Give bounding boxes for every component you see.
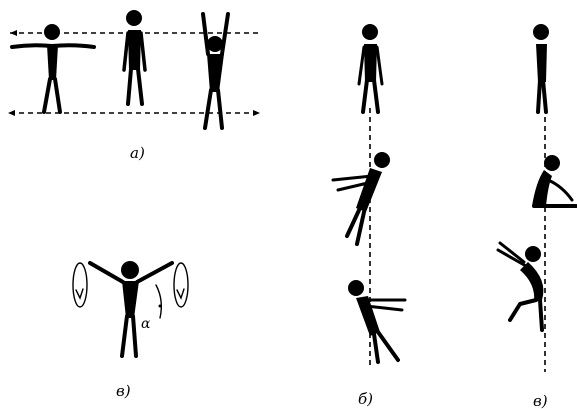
panel-v-small: α в) [72, 261, 189, 400]
arrow-right-bottom-icon [253, 110, 260, 116]
arrow-left-bottom-icon [8, 110, 15, 116]
rotation-loop-right-icon [173, 262, 189, 308]
panel-v-right: в) [496, 24, 577, 409]
figure-standing [122, 10, 147, 106]
figure-arms-sideways [10, 24, 96, 114]
figure-v-pike [532, 155, 577, 208]
arrow-down-right-icon [176, 288, 185, 300]
label-v-right: в) [533, 392, 548, 409]
panel-a: а) [8, 10, 260, 162]
figure-b-standing [357, 24, 384, 114]
figure-v-arch [496, 241, 544, 332]
rotation-loop-left-icon [72, 262, 88, 308]
figure-b-lean-forward [348, 280, 407, 364]
angle-dot [158, 304, 162, 308]
label-a: а) [130, 144, 145, 162]
figure-b-lean-back [331, 152, 390, 246]
arrow-left-top-icon [10, 30, 17, 36]
figure-arms-raised [201, 12, 230, 130]
figure-arm-circles [88, 261, 174, 358]
figure-v-standing-side [533, 24, 549, 114]
label-v-small: в) [116, 382, 131, 400]
label-b: б) [358, 390, 373, 408]
angle-label: α [141, 316, 151, 332]
panel-b: б) [331, 24, 407, 408]
angle-arc [155, 284, 163, 319]
arrow-down-left-icon [75, 288, 84, 300]
